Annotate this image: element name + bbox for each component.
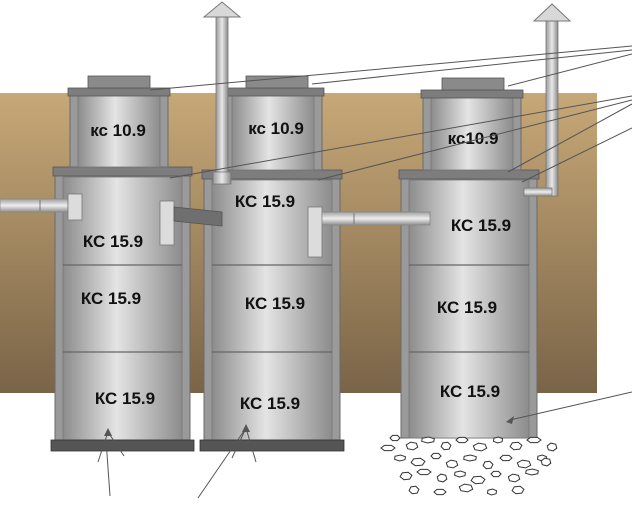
cover-slab	[398, 169, 540, 180]
gravel-stone	[421, 436, 435, 444]
gravel-stone	[458, 483, 474, 493]
leader-arrowheads	[104, 416, 514, 436]
ring-label: КС 15.9	[245, 294, 305, 313]
gravel-filter	[380, 434, 558, 496]
overflow-pipe-1-2	[159, 200, 223, 246]
gravel-stone	[499, 454, 513, 462]
well-3: кс10.9КС 15.9КС 15.9КС 15.9	[398, 77, 540, 439]
hatch-cap	[245, 75, 309, 89]
gravel-stone	[507, 473, 521, 483]
ring-kc159	[211, 351, 333, 441]
concrete-base	[50, 439, 195, 452]
ring-kc159	[62, 264, 183, 353]
neck-ring-kc109	[231, 93, 315, 171]
neck-ring-kc109	[77, 93, 161, 168]
ring-kc159	[408, 264, 530, 353]
gravel-stone	[394, 454, 406, 462]
gravel-stone	[472, 442, 488, 452]
gravel-stone	[410, 457, 426, 467]
gravel-stone	[445, 459, 459, 469]
well-2: кс 10.9 КС 15.9 КС 15.9 КС 15.9	[199, 75, 345, 452]
ring-label: КС 15.9	[437, 298, 497, 317]
gravel-stone	[546, 442, 558, 452]
gravel-stone	[470, 475, 486, 485]
ring-label: КС 15.9	[83, 232, 143, 251]
concrete-base	[199, 439, 345, 452]
gravel-stone	[416, 468, 432, 476]
vent-cap-1	[202, 1, 242, 18]
vent-pipe-2	[523, 3, 572, 197]
ring-label: КС 15.9	[81, 289, 141, 308]
gravel-stone	[540, 457, 552, 467]
gravel-stone	[525, 468, 539, 476]
gravel-stone	[440, 441, 452, 451]
gravel-stone	[430, 452, 442, 460]
neck-cover	[221, 87, 325, 97]
hatch-cap	[87, 75, 151, 89]
ring-label: КС 15.9	[235, 192, 295, 211]
gravel-stone	[490, 470, 502, 478]
neck-cover	[420, 89, 524, 99]
neck-ring-kc109	[430, 95, 514, 171]
neck-label: кс 10.9	[90, 121, 146, 140]
gravel-stone	[433, 488, 447, 496]
ring-kc159	[408, 351, 530, 439]
gravel-stone	[492, 436, 504, 444]
gravel-stone	[389, 434, 401, 442]
wells-layer: кс 10.9 КС 15.9 КС 15.9 КС 15.9 кс 10.9 КС 15…	[50, 75, 540, 452]
gravel-stone	[408, 485, 420, 495]
overflow-pipe-2-3	[307, 206, 431, 258]
gravel-stone	[516, 459, 532, 469]
gravel-stone	[399, 471, 413, 481]
gravel-stone	[509, 441, 523, 451]
ring-label: КС 15.9	[440, 382, 500, 401]
ring-label: КС 15.9	[451, 216, 511, 235]
gravel-stone	[526, 436, 542, 444]
neck-label: кс 10.9	[248, 119, 304, 138]
gravel-stone	[482, 460, 494, 470]
vent-cap-2	[532, 3, 572, 22]
gravel-stone	[405, 441, 419, 451]
gravel-stone	[463, 454, 477, 462]
gravel-stone	[436, 473, 448, 483]
gravel-stone	[511, 485, 525, 495]
ring-label: КС 15.9	[95, 389, 155, 408]
ring-kc159	[211, 264, 333, 353]
ring-label: КС 15.9	[240, 394, 300, 413]
inlet-pipe	[0, 193, 83, 221]
cover-slab	[52, 166, 193, 177]
gravel-stone	[454, 470, 466, 478]
gravel-stone	[455, 436, 469, 444]
hatch-cap	[441, 77, 505, 91]
vent-pipe-1	[202, 1, 242, 185]
gravel-stone	[486, 488, 498, 496]
ring-kc159	[62, 351, 183, 441]
leader-lines	[97, 45, 632, 499]
gravel-stone	[380, 444, 396, 452]
